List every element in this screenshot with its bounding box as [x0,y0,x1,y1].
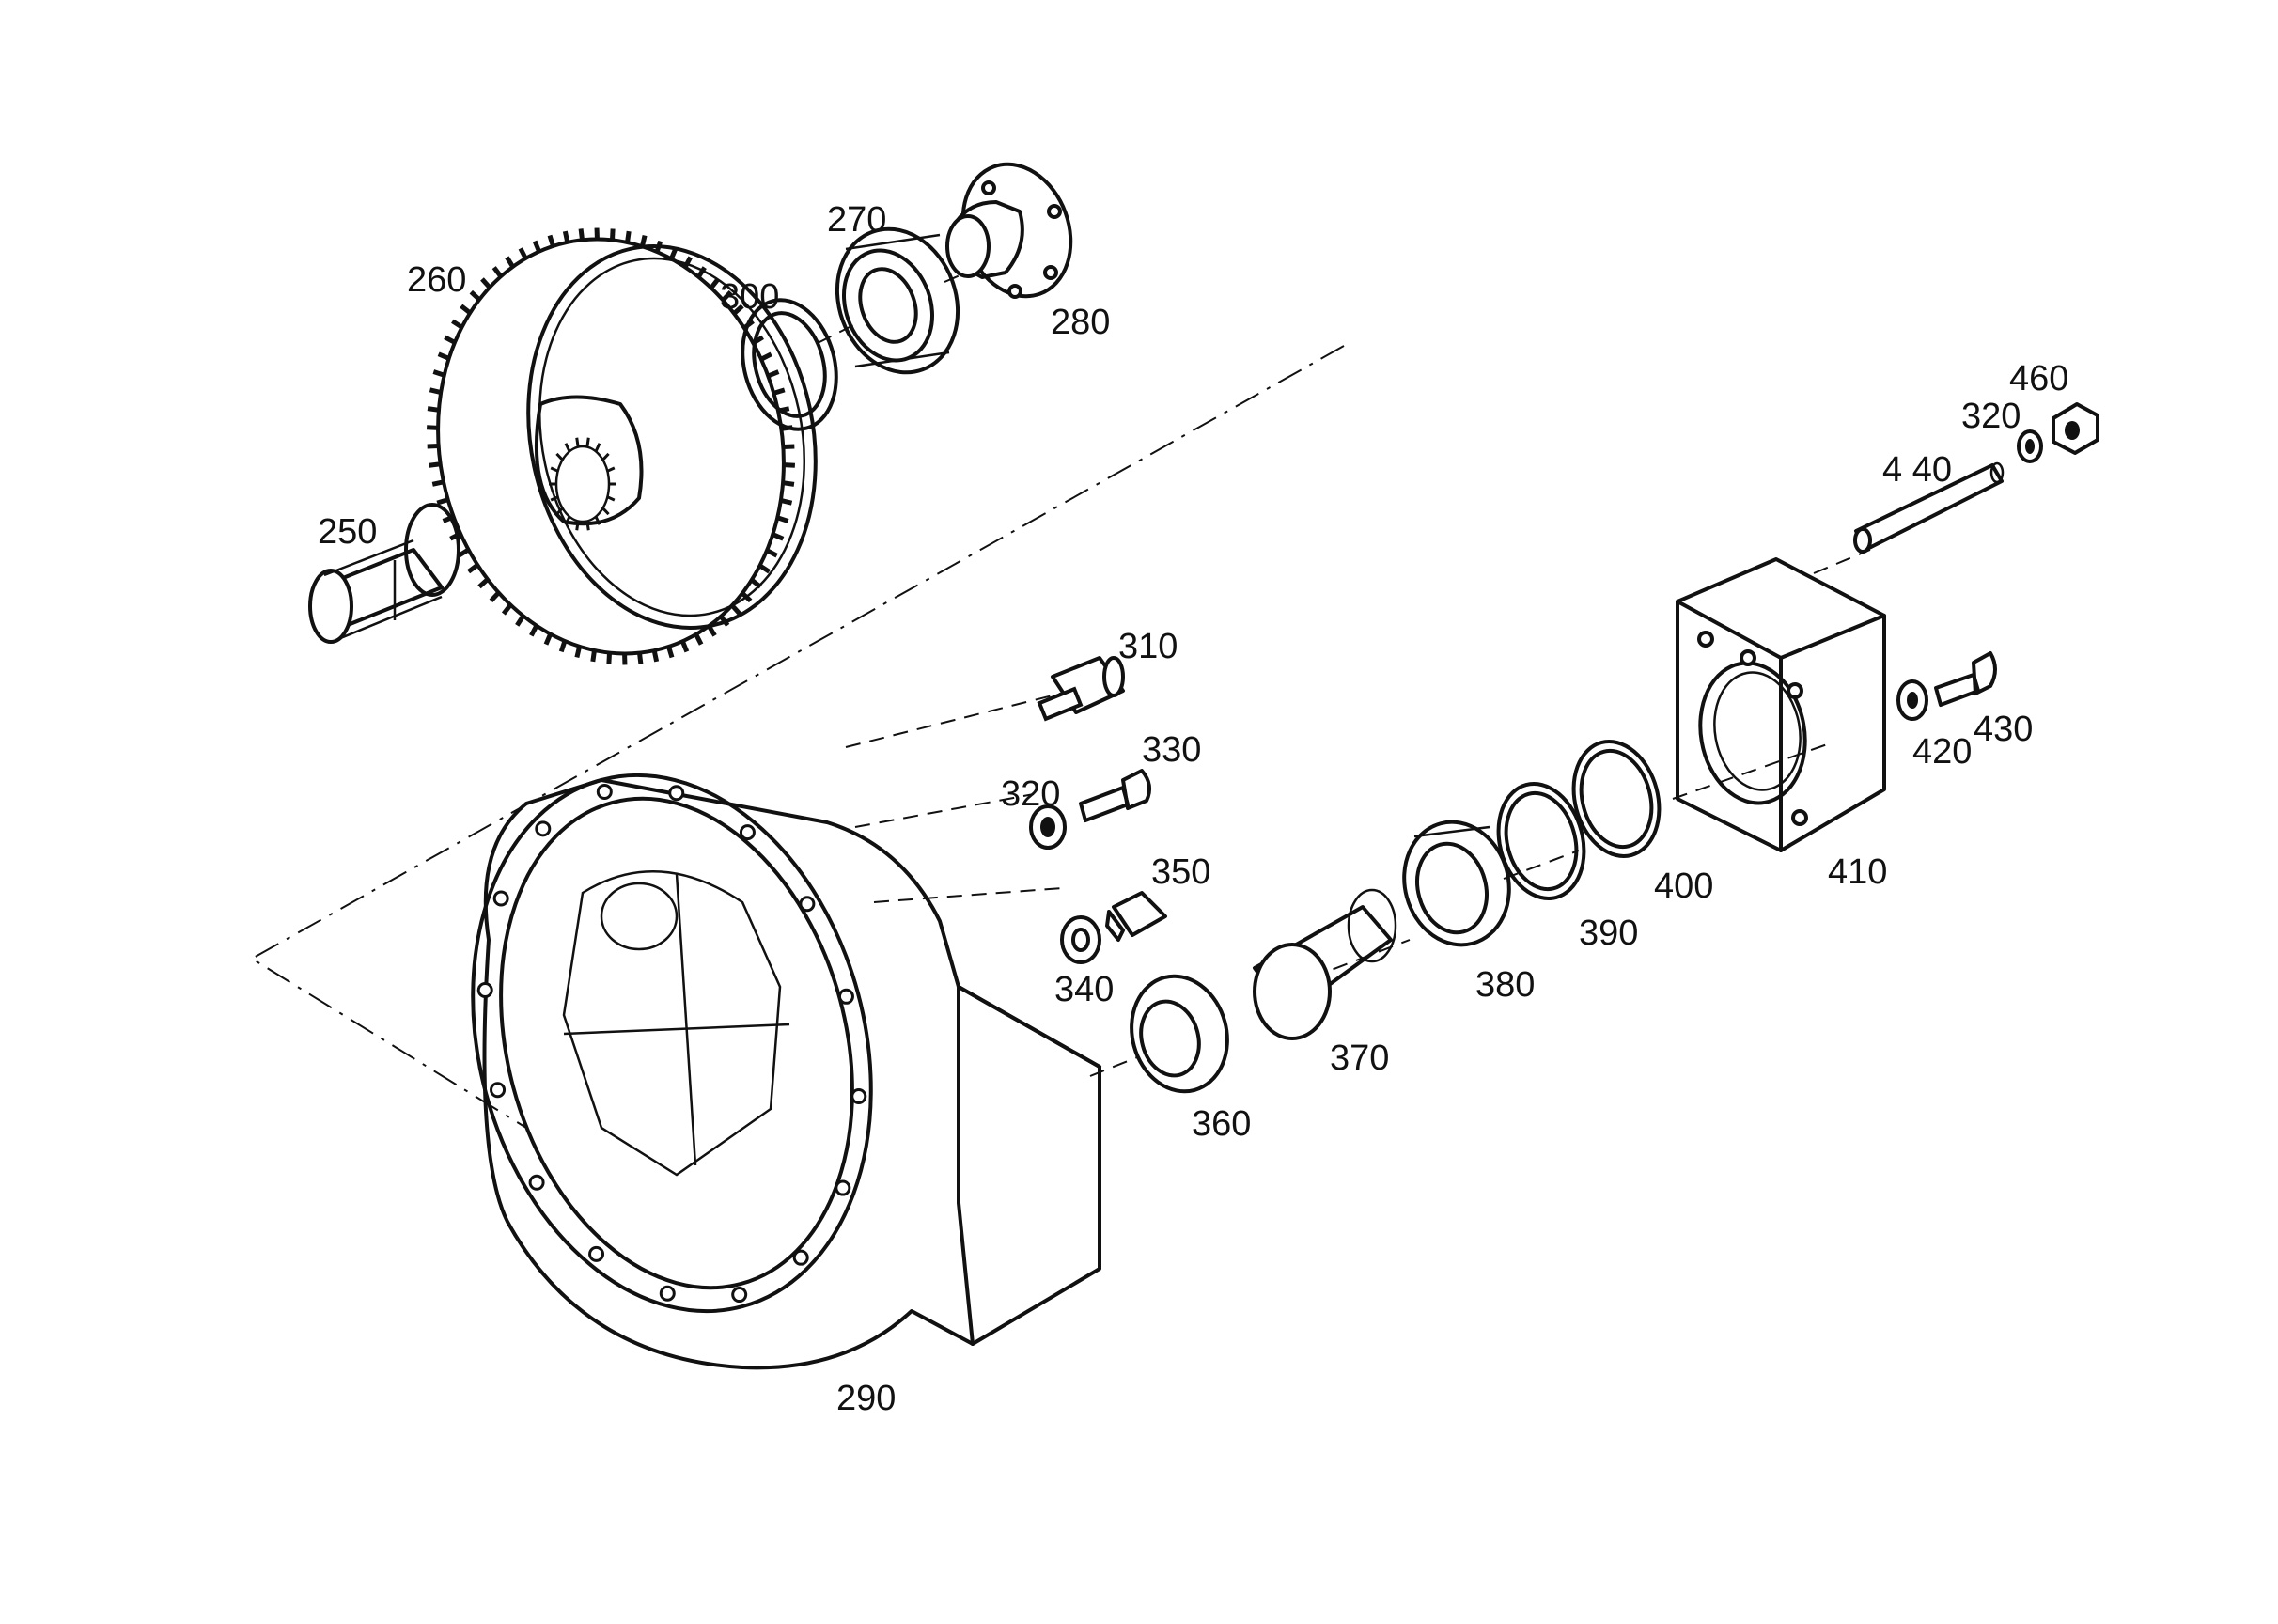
label-380: 380 [1475,965,1535,1005]
label-360: 360 [1192,1104,1251,1144]
part-410-bearing-housing [1676,557,1886,852]
label-330: 330 [1142,730,1201,770]
part-250-pinion-shaft [308,503,460,644]
label-260: 260 [407,260,466,300]
part-370-pinion [1253,888,1397,1040]
part-390-shim-ring [1496,782,1586,900]
label-460: 460 [2009,359,2068,398]
label-250: 250 [318,512,377,552]
label-400: 400 [1654,867,1713,906]
part-340-washer [1060,915,1101,964]
label-300: 300 [720,277,779,317]
label-370: 370 [1330,1038,1389,1078]
label-390: 390 [1579,914,1638,953]
label-420: 420 [1912,732,1972,772]
label-280: 280 [1051,303,1110,342]
part-360-seal [1130,974,1229,1094]
label-410: 410 [1828,852,1887,892]
part-350-plug [1105,891,1167,942]
part-330-bolt [1079,769,1152,822]
label-440: 4 40 [1882,450,1952,490]
part-300-shim-ring [741,298,838,431]
part-430-screw [1934,651,1997,707]
part-460-nut [2052,402,2099,455]
gear-teeth [426,227,796,665]
label-320-b: 320 [1961,397,2021,436]
part-290-bell-housing [471,773,1101,1370]
part-270-ball-bearing [835,226,960,375]
spline-teeth [549,437,616,531]
part-280-bearing-cover [945,162,1073,299]
label-310: 310 [1118,627,1178,666]
label-320-a: 320 [1001,774,1060,814]
part-310-sensor [1037,656,1125,722]
label-270: 270 [827,200,886,240]
part-320-washer-a [1029,804,1067,850]
part-380-taper-bearing [1402,820,1511,947]
label-350: 350 [1151,852,1210,892]
part-420-washer [1896,679,1928,721]
part-260-gear [426,227,818,665]
part-320-washer-b [2017,429,2043,463]
label-290: 290 [836,1379,896,1418]
label-430: 430 [1974,710,2033,749]
label-340: 340 [1054,970,1114,1009]
part-440-stud [1853,461,2005,554]
part-400-shim-ring [1571,740,1662,858]
part-labels: 250 260 270 280 290 300 310 320 320 330 … [318,200,2068,1418]
housing-bolt-holes [476,783,867,1304]
